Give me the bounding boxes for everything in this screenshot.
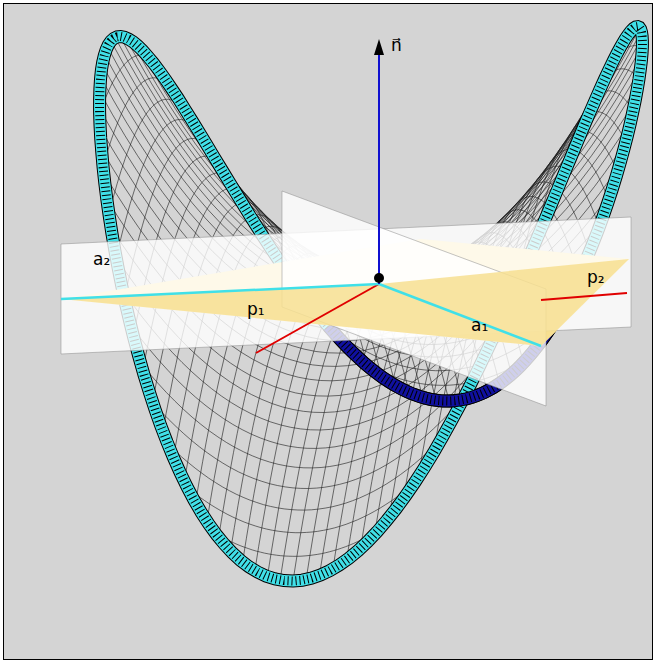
arrow-head — [374, 39, 384, 55]
axis-label: a₂ — [93, 251, 110, 268]
surface-point — [374, 273, 384, 283]
axis-label: p₂ — [587, 269, 605, 286]
axis-label: a₁ — [471, 317, 488, 334]
axis-label: n⃗ — [391, 37, 402, 54]
section-line — [61, 284, 379, 299]
curvature-line — [256, 284, 379, 353]
axis-label: p₁ — [247, 301, 265, 318]
saddle-illustration — [4, 4, 652, 659]
figure-frame: n⃗ a₂ p₁ a₁ p₂ — [3, 3, 653, 660]
normal-vector — [378, 53, 380, 284]
section-line — [379, 284, 541, 346]
tangent-plane-front — [61, 284, 541, 346]
mesh-line — [109, 99, 191, 214]
curvature-line — [541, 293, 627, 300]
